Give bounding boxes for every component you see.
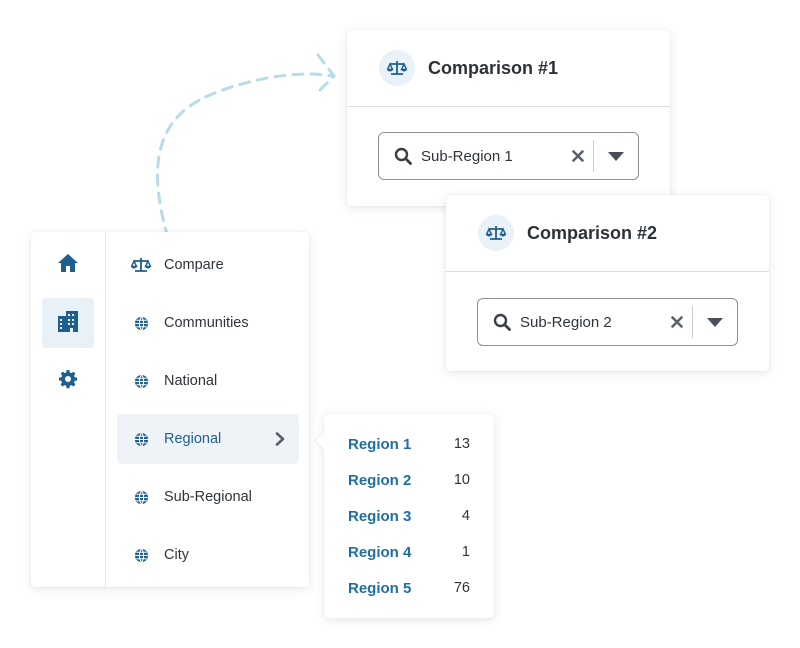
nav-item-label: City (164, 547, 189, 563)
comparison-title: Comparison #2 (527, 222, 658, 243)
comparison-header: Comparison #2 (446, 195, 769, 272)
sub-region-select[interactable]: Sub-Region 1 (378, 132, 639, 180)
nav-item-label: Sub-Regional (164, 489, 252, 505)
nav-item-city[interactable]: City (117, 530, 299, 580)
region-count: 10 (453, 472, 470, 488)
scale-icon (478, 215, 514, 251)
chevron-right-icon (275, 432, 285, 446)
sub-region-select[interactable]: Sub-Region 2 (477, 298, 738, 346)
rail-item-communities[interactable] (42, 298, 94, 348)
region-name: Region 4 (348, 543, 412, 561)
scale-icon (379, 50, 415, 86)
comparison-card-1: Comparison #1 Sub-Region 1 (347, 30, 670, 206)
navigation-panel: Compare Communities National Regional Su… (31, 232, 309, 587)
search-icon (394, 147, 412, 165)
chevron-down-icon[interactable] (693, 317, 737, 327)
globe-icon (131, 316, 151, 331)
nav-item-label: Compare (164, 257, 224, 273)
nav-item-communities[interactable]: Communities (117, 298, 299, 348)
select-value: Sub-Region 2 (520, 313, 612, 331)
region-name: Region 2 (348, 471, 412, 489)
globe-icon (131, 548, 151, 563)
nav-item-national[interactable]: National (117, 356, 299, 406)
region-count: 13 (453, 436, 470, 452)
nav-item-compare[interactable]: Compare (117, 240, 299, 290)
icon-rail (31, 232, 106, 587)
nav-item-sub-regional[interactable]: Sub-Regional (117, 472, 299, 522)
home-icon (57, 253, 79, 278)
region-name: Region 3 (348, 507, 412, 525)
region-item-1[interactable]: Region 1 13 (348, 432, 470, 456)
globe-icon (131, 374, 151, 389)
flyout-pointer (315, 432, 324, 450)
region-flyout: Region 1 13 Region 2 10 Region 3 4 Regio… (315, 414, 494, 618)
search-icon (493, 313, 511, 331)
nav-item-label: Communities (164, 315, 249, 331)
region-name: Region 5 (348, 579, 412, 597)
select-divider (593, 140, 594, 172)
comparison-title: Comparison #1 (428, 57, 559, 78)
region-item-3[interactable]: Region 3 4 (348, 504, 470, 528)
region-count: 76 (453, 580, 470, 596)
region-count: 1 (461, 544, 470, 560)
region-item-5[interactable]: Region 5 76 (348, 576, 470, 600)
rail-item-home[interactable] (42, 240, 94, 290)
globe-icon (131, 490, 151, 505)
region-item-4[interactable]: Region 4 1 (348, 540, 470, 564)
scale-icon (131, 257, 151, 273)
nav-item-label: Regional (164, 431, 222, 447)
chevron-down-icon[interactable] (594, 151, 638, 161)
comparison-header: Comparison #1 (347, 30, 670, 107)
clear-icon[interactable] (662, 316, 692, 328)
nav-item-regional[interactable]: Regional (117, 414, 299, 464)
buildings-icon (56, 310, 80, 337)
select-value: Sub-Region 1 (421, 147, 513, 165)
clear-icon[interactable] (563, 150, 593, 162)
nav-item-label: National (164, 373, 218, 389)
rail-item-settings[interactable] (42, 356, 94, 406)
select-divider (692, 306, 693, 338)
comparison-card-2: Comparison #2 Sub-Region 2 (446, 195, 769, 371)
region-item-2[interactable]: Region 2 10 (348, 468, 470, 492)
globe-icon (131, 432, 151, 447)
region-name: Region 1 (348, 435, 412, 453)
gear-icon (58, 369, 78, 394)
region-count: 4 (461, 508, 470, 524)
